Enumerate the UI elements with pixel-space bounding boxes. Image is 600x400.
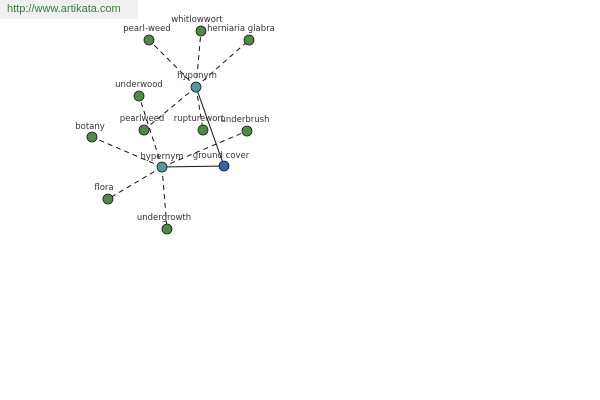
- node-flora[interactable]: flora: [94, 183, 114, 205]
- node-label-botany[interactable]: botany: [75, 122, 105, 132]
- node-label-whitlowwort[interactable]: whitlowwort: [171, 15, 223, 25]
- node-dot-pearl-weed[interactable]: [143, 34, 155, 46]
- node-hypernym[interactable]: hypernym: [140, 152, 184, 173]
- node-label-pearl-weed[interactable]: pearl-weed: [123, 24, 171, 34]
- node-underwood[interactable]: underwood: [115, 80, 163, 102]
- node-dot-hypernym[interactable]: [156, 161, 168, 173]
- node-dot-whitlowwort[interactable]: [195, 25, 207, 37]
- node-label-hypernym[interactable]: hypernym: [140, 152, 183, 162]
- node-pearl-weed[interactable]: pearl-weed: [123, 24, 171, 46]
- node-label-underwood[interactable]: underwood: [115, 80, 163, 90]
- node-rupturewort[interactable]: rupturewort: [174, 114, 225, 136]
- edge-hyponym-to-rupturewort: [195, 86, 204, 131]
- node-dot-underwood[interactable]: [133, 90, 145, 102]
- watermark-link[interactable]: http://www.artikata.com: [0, 0, 138, 19]
- node-dot-underbrush[interactable]: [241, 125, 253, 137]
- nodes-layer: ground cover hyponym hypernym pearl-weedwhi…: [75, 15, 275, 235]
- node-dot-botany[interactable]: [86, 131, 98, 143]
- node-label-undergrowth[interactable]: undergrowth: [137, 213, 191, 223]
- node-label-hyponym[interactable]: hyponym: [177, 71, 217, 81]
- node-dot-pearlweed[interactable]: [138, 124, 150, 136]
- node-underbrush[interactable]: underbrush: [221, 115, 270, 137]
- node-dot-rupturewort[interactable]: [197, 124, 209, 136]
- edge-hyponym-to-herniaria-glabra: [195, 39, 250, 88]
- node-ground-cover[interactable]: ground cover: [193, 151, 250, 172]
- node-dot-undergrowth[interactable]: [161, 223, 173, 235]
- edge-hypernym-to-underwood: [138, 95, 163, 168]
- node-label-pearlweed[interactable]: pearlweed: [120, 114, 165, 124]
- node-label-flora[interactable]: flora: [94, 183, 113, 193]
- node-pearlweed[interactable]: pearlweed: [120, 114, 165, 136]
- edge-hypernym-to-botany: [91, 136, 163, 168]
- node-botany[interactable]: botany: [75, 122, 105, 143]
- node-hyponym[interactable]: hyponym: [177, 71, 217, 93]
- edge-hypernym-to-flora: [107, 166, 163, 200]
- node-herniaria-glabra[interactable]: herniaria glabra: [207, 24, 275, 46]
- node-label-ground-cover[interactable]: ground cover: [193, 151, 250, 161]
- edge-hyponym-to-whitlowwort: [195, 30, 202, 88]
- node-undergrowth[interactable]: undergrowth: [137, 213, 191, 235]
- node-label-underbrush[interactable]: underbrush: [221, 115, 270, 125]
- node-dot-flora[interactable]: [102, 193, 114, 205]
- edge-ground-cover-to-hyponym: [195, 86, 225, 167]
- node-whitlowwort[interactable]: whitlowwort: [171, 15, 223, 37]
- node-dot-hyponym[interactable]: [190, 81, 202, 93]
- edge-hypernym-to-underbrush: [161, 130, 248, 168]
- edge-hypernym-to-undergrowth: [161, 166, 168, 230]
- edge-hyponym-to-pearlweed: [143, 86, 197, 131]
- node-label-rupturewort[interactable]: rupturewort: [174, 114, 225, 124]
- node-dot-ground-cover[interactable]: [218, 160, 230, 172]
- edges-layer: [91, 30, 250, 230]
- edge-ground-cover-to-hypernym: [161, 165, 225, 168]
- node-label-herniaria-glabra[interactable]: herniaria glabra: [207, 24, 275, 34]
- node-dot-herniaria-glabra[interactable]: [243, 34, 255, 46]
- edge-hyponym-to-pearl-weed: [148, 39, 197, 88]
